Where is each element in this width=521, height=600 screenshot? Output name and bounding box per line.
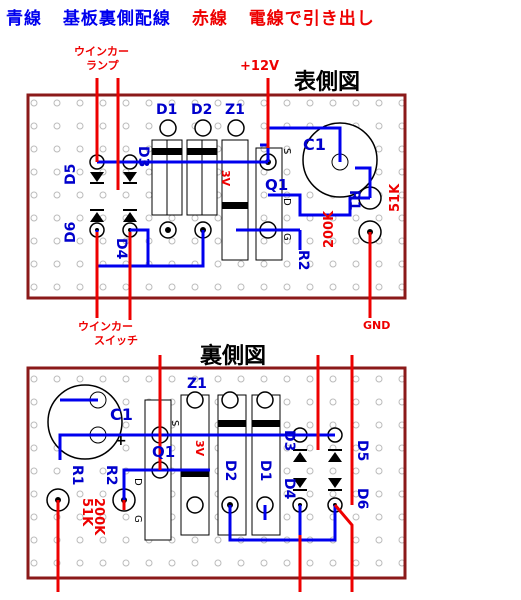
- front-label-d1: D1: [156, 102, 177, 118]
- back-label-d4: D4: [281, 478, 297, 500]
- front-label-d4: D4: [113, 238, 129, 260]
- legend-red-desc: 電線で引き出し: [248, 9, 375, 29]
- front-label-pin-s: S: [281, 148, 292, 154]
- front-label-d5: D5: [63, 164, 79, 185]
- back-diode-d4: [293, 478, 307, 491]
- front-label-c1: C1: [303, 135, 326, 154]
- front-label-volt: 3V: [219, 170, 232, 187]
- front-label-r2: R2: [295, 250, 311, 271]
- back-red-wires: [56, 355, 354, 592]
- front-diode-d1: [151, 139, 183, 216]
- back-label-d1: D1: [257, 460, 273, 481]
- front-label-winker-lamp-2: ランプ: [86, 58, 120, 72]
- back-label-pin-d: D: [132, 478, 143, 486]
- front-label-gnd: GND: [363, 319, 390, 332]
- back-label-volt: 3V: [193, 440, 206, 457]
- front-zener-z1: [221, 139, 249, 261]
- front-label-winker-switch-1: ウインカー: [78, 320, 133, 333]
- front-diode-d4: [123, 209, 137, 222]
- front-label-winker-switch-2: スイッチ: [94, 334, 138, 347]
- back-label-c1: C1: [110, 405, 133, 424]
- legend-blue-desc: 基板裏側配線: [62, 9, 171, 29]
- front-title: 表側図: [294, 70, 361, 95]
- back-diode-d6: [328, 478, 342, 491]
- back-label-r1-value: 51K: [79, 498, 94, 527]
- front-label-pin-d: D: [281, 198, 292, 206]
- front-label-plus12v: +12V: [240, 59, 279, 74]
- back-diode-d3: [293, 449, 307, 462]
- back-zener-z1: [180, 394, 210, 536]
- front-red-wires: [95, 78, 372, 320]
- front-label-r1-value: 51K: [388, 183, 403, 212]
- back-label-pin-g: G: [132, 515, 143, 523]
- back-label-pin-s: S: [169, 420, 180, 426]
- back-label-d6: D6: [354, 488, 370, 509]
- front-label-winker-lamp-1: ウインカー: [74, 45, 129, 58]
- back-label-d2: D2: [222, 460, 238, 481]
- front-label-pin-g: G: [281, 233, 292, 241]
- back-board: Z1 C1 Q1 + R1 R2 51K 200K D2 D1 D3 D4 D5…: [26, 355, 407, 592]
- back-label-d5: D5: [354, 440, 370, 461]
- legend-blue-label: 青線: [6, 9, 42, 29]
- back-label-q1: Q1: [152, 443, 175, 461]
- back-label-r2-value: 200K: [91, 498, 106, 536]
- front-label-r1: R1: [346, 190, 362, 211]
- back-label-plus: +: [115, 433, 127, 449]
- front-diode-d3: [123, 172, 137, 184]
- front-label-d2: D2: [191, 102, 212, 118]
- back-label-r1: R1: [69, 465, 85, 486]
- front-diode-d2: [186, 139, 218, 216]
- legend-red-label: 赤線: [191, 9, 228, 29]
- front-label-d6: D6: [63, 222, 79, 243]
- back-diode-d5: [328, 449, 342, 462]
- front-board: ウインカー ランプ +12V ウインカー スイッチ GND D1 D2 Z1 C…: [26, 45, 407, 347]
- back-title: 裏側図: [200, 344, 267, 369]
- front-label-q1: Q1: [265, 176, 288, 194]
- front-diode-d6: [90, 209, 104, 222]
- front-diode-d5: [90, 172, 104, 184]
- back-label-d3: D3: [281, 430, 297, 451]
- back-label-r2: R2: [103, 465, 119, 486]
- front-label-d3: D3: [135, 146, 151, 167]
- back-label-z1: Z1: [187, 376, 207, 392]
- header-legend: 青線 基板裏側配線 赤線 電線で引き出し: [6, 4, 389, 29]
- front-label-r2-value: 200K: [322, 210, 337, 248]
- front-label-z1: Z1: [225, 102, 245, 118]
